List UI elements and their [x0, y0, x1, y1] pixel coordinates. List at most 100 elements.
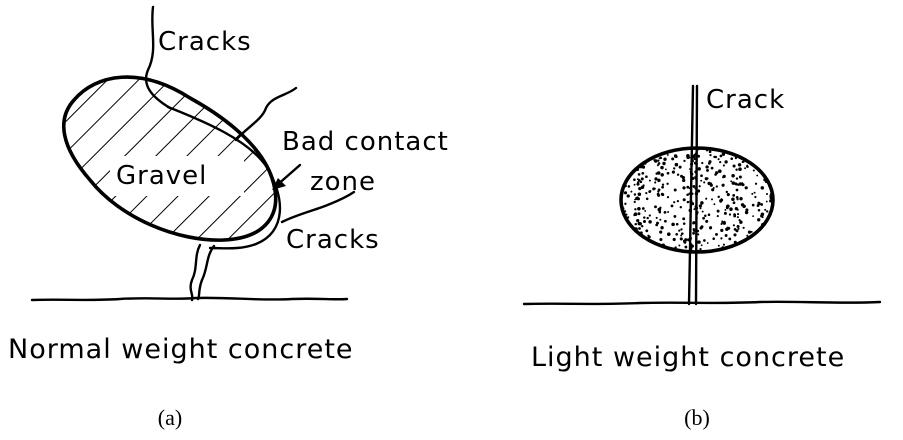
stipple-dot	[680, 175, 683, 178]
stipple-dot	[762, 248, 765, 251]
stipple-dot	[766, 193, 768, 195]
stipple-dot	[684, 246, 687, 249]
stipple-dot	[639, 159, 641, 161]
stipple-dot	[743, 152, 746, 155]
stipple-dot	[699, 185, 701, 187]
stipple-dot	[709, 154, 711, 156]
stipple-dot	[638, 173, 641, 176]
stipple-dot	[633, 154, 635, 156]
stipple-dot	[744, 167, 746, 169]
stipple-dot	[654, 205, 657, 208]
stipple-dot	[766, 210, 768, 212]
stipple-dot	[682, 179, 685, 182]
stipple-dot	[731, 197, 735, 201]
stipple-dot	[748, 230, 751, 233]
stipple-dot	[756, 175, 758, 177]
stipple-dot	[739, 176, 742, 179]
stipple-dot	[728, 249, 731, 252]
label-cracks-top: Cracks	[158, 27, 252, 57]
stipple-dot	[667, 154, 669, 156]
stipple-dot	[675, 233, 678, 236]
stipple-dot	[661, 186, 664, 189]
stipple-dot	[741, 203, 744, 206]
stipple-dot	[660, 173, 663, 176]
stipple-dot	[680, 237, 683, 240]
stipple-dot	[735, 229, 738, 232]
stipple-dot	[640, 148, 643, 151]
stipple-dot	[678, 229, 680, 231]
stipple-dot	[622, 229, 624, 231]
stipple-dot	[673, 201, 675, 203]
stipple-dot	[680, 228, 682, 230]
stipple-dot	[737, 247, 740, 250]
stipple-dot	[706, 169, 709, 172]
stipple-dot	[737, 216, 739, 218]
stipple-dot	[772, 170, 775, 173]
stipple-dot	[752, 204, 755, 207]
stipple-dot	[711, 167, 714, 170]
stipple-dot	[683, 160, 685, 162]
stipple-dot	[634, 201, 636, 203]
crack-through-aggregate-edge	[696, 86, 697, 304]
stipple-dot	[640, 240, 642, 242]
base-surface-line-b	[524, 302, 880, 304]
stipple-dot	[685, 240, 687, 242]
stipple-dot	[624, 191, 627, 194]
stipple-dot	[697, 250, 699, 252]
stipple-dot	[661, 147, 663, 149]
stipple-dot	[706, 149, 709, 152]
stipple-dot	[692, 221, 695, 224]
stipple-dot	[760, 203, 763, 206]
stipple-dot	[715, 171, 718, 174]
stipple-dot	[733, 201, 736, 204]
stipple-dot	[733, 164, 736, 167]
stipple-dot	[644, 162, 646, 164]
stipple-dot	[737, 228, 739, 230]
stipple-dot	[629, 149, 632, 152]
stipple-dot	[674, 189, 677, 192]
stipple-dot	[664, 220, 667, 223]
stipple-dot	[737, 225, 740, 228]
stipple-dot	[737, 213, 739, 215]
stipple-dot	[717, 215, 719, 217]
stipple-dot	[725, 228, 728, 231]
caption-normal-weight: Normal weight concrete	[8, 334, 354, 365]
stipple-dot	[697, 167, 700, 170]
stipple-dot	[643, 220, 646, 223]
stipple-dot	[768, 236, 770, 238]
stipple-dot	[628, 185, 631, 188]
stipple-dot	[730, 180, 732, 182]
stipple-dot	[757, 158, 760, 161]
stipple-dot	[757, 218, 760, 221]
stipple-dot	[626, 153, 630, 157]
stipple-dot	[660, 166, 663, 169]
stipple-dot	[702, 211, 704, 213]
stipple-dot	[760, 164, 762, 166]
stipple-dot	[637, 207, 641, 211]
stipple-dot	[731, 174, 735, 178]
crack-to-base-a-edge	[198, 246, 214, 299]
stipple-dot	[622, 227, 625, 230]
stipple-dot	[655, 172, 657, 174]
stipple-dot	[620, 168, 623, 171]
stipple-dot	[718, 169, 722, 173]
stipple-dot	[632, 158, 634, 160]
stipple-dot	[717, 196, 719, 198]
stipple-dot	[659, 148, 662, 151]
stipple-dot	[749, 241, 752, 244]
stipple-dot	[672, 171, 675, 174]
stipple-dot	[729, 213, 731, 215]
stipple-dot	[675, 163, 679, 167]
stipple-dot	[724, 160, 727, 163]
stipple-dot	[681, 232, 684, 235]
stipple-dot	[760, 247, 762, 249]
stipple-dot	[654, 188, 656, 190]
stipple-dot	[700, 201, 704, 205]
stipple-dot	[671, 223, 675, 227]
stipple-dot	[733, 224, 735, 226]
stipple-dot	[662, 162, 665, 165]
stipple-dot	[763, 178, 766, 181]
stipple-dot	[770, 150, 773, 153]
stipple-dot	[713, 156, 715, 158]
